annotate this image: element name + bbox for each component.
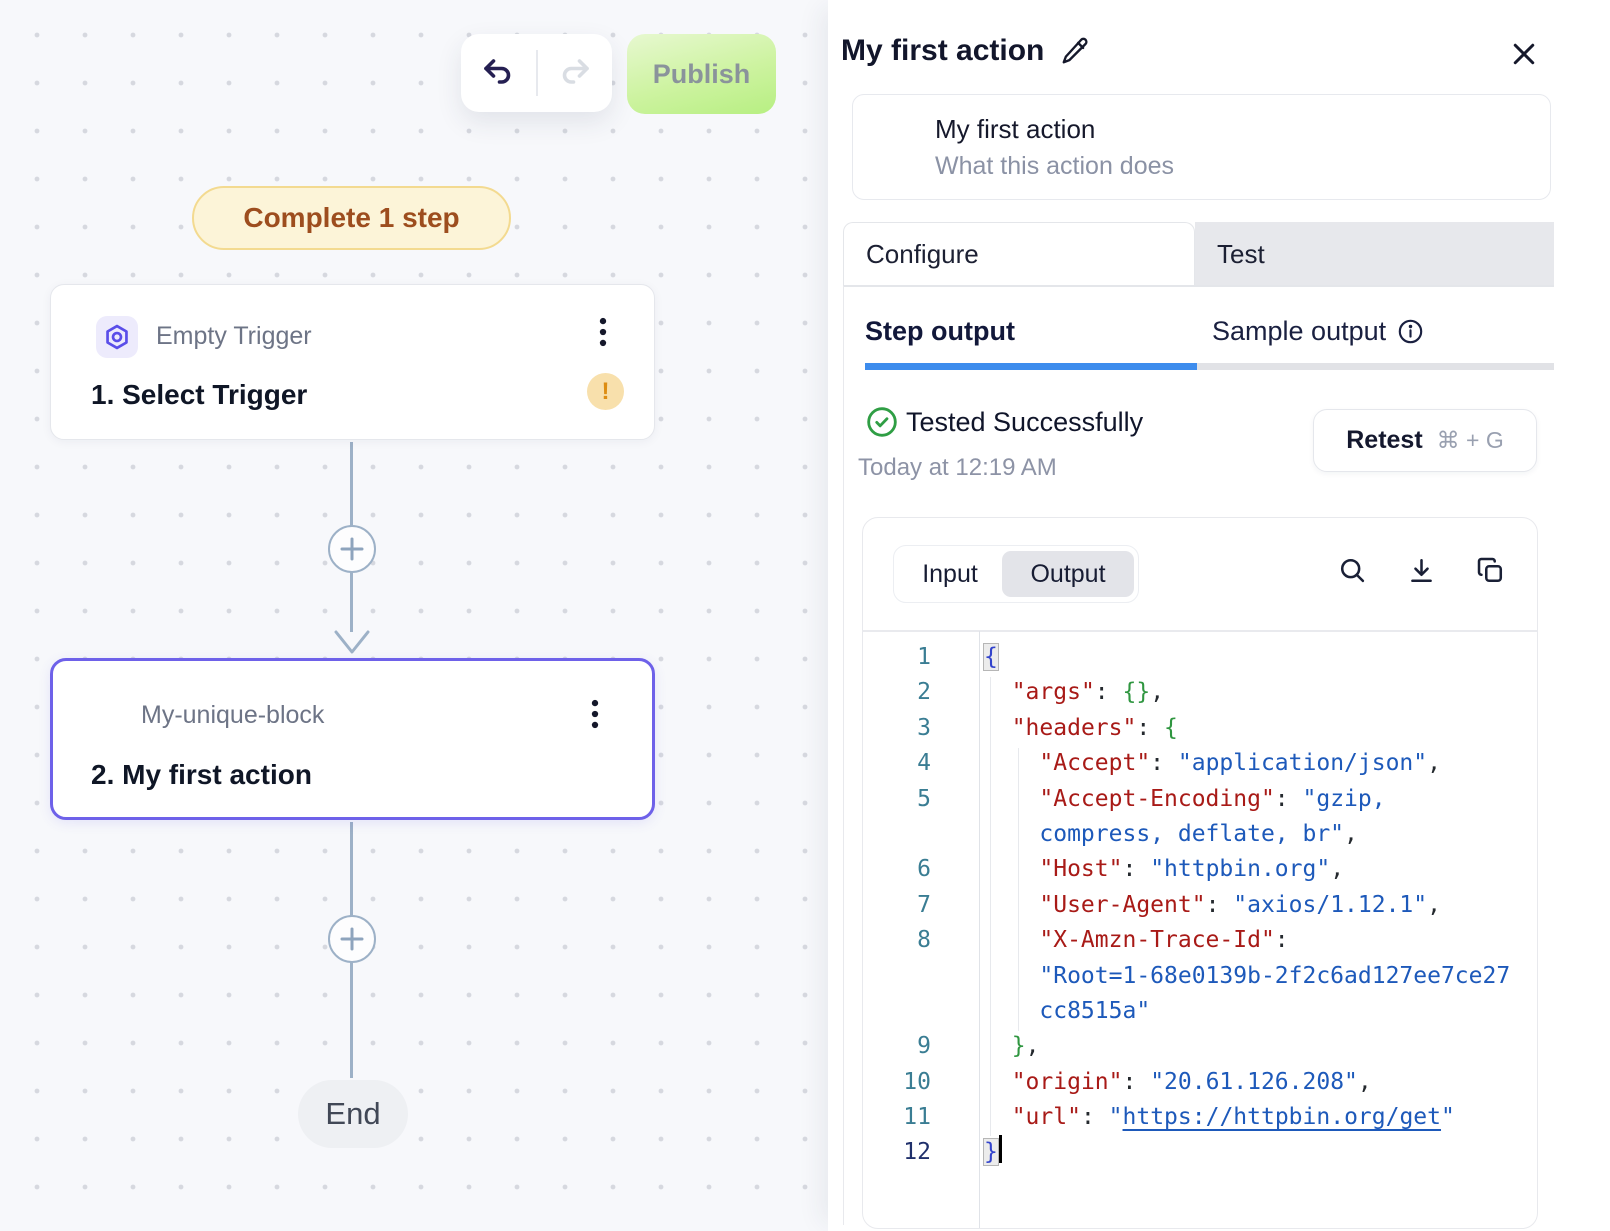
end-node: End [298,1080,408,1148]
line-number: 3 [917,714,931,741]
subtab-sample-label: Sample output [1212,316,1387,346]
subtab-sample-output[interactable]: Sample output [1212,316,1424,347]
code-line: 12} [863,1135,1537,1170]
redo-icon [557,55,593,91]
workflow-canvas[interactable]: Publish Complete 1 step Empty Trigger [0,0,828,1231]
code-line: 11 "url": "https://httpbin.org/get" [863,1100,1537,1135]
code-line: 7 "User-Agent": "axios/1.12.1", [863,888,1537,923]
action-app-label: My-unique-block [141,701,325,729]
code-line: 2 "args": {}, [863,675,1537,710]
action-node-card-selected[interactable]: My-unique-block 2. My first action [50,658,655,820]
add-step-button[interactable] [328,915,376,963]
line-number: 10 [903,1068,931,1095]
trigger-node-card[interactable]: Empty Trigger 1. Select Trigger ! [50,284,655,440]
indent-guide [990,677,991,1136]
code-line: "Root=1-68e0139b-2f2c6ad127ee7ce27 [863,959,1537,994]
kebab-menu-icon[interactable] [584,311,622,358]
code-line: 1{ [863,640,1537,675]
action-detail-panel: My first action My first action What thi… [828,0,1610,1231]
action-description: What this action does [935,152,1175,180]
line-number [863,817,931,852]
trigger-app-label: Empty Trigger [156,322,312,350]
code-line: cc8515a" [863,994,1537,1029]
subtab-indicator-track [865,363,1554,370]
line-number [863,994,931,1029]
action-summary-card[interactable]: My first action What this action does [852,94,1551,200]
code-editor-lines: 1{2 "args": {},3 "headers": {4 "Accept":… [863,631,1537,1171]
history-toolbar [461,34,612,112]
code-line: 4 "Accept": "application/json", [863,746,1537,781]
panel-tabbar: Configure Test [843,222,1554,286]
plus-connector-icon [339,536,365,562]
subtab-step-output[interactable]: Step output [865,316,1015,346]
line-number: 6 [917,856,931,883]
connector-arrow-icon [333,628,371,661]
io-toggle: Input Output [893,545,1139,603]
code-line: 9 }, [863,1029,1537,1064]
tab-content-border [843,286,844,1225]
line-number [863,959,931,994]
gutter-border [979,631,980,1228]
test-output-card: Input Output 1{2 "args": {},3 "h [862,517,1538,1229]
info-icon[interactable] [1397,318,1424,345]
undo-button[interactable] [461,34,536,112]
undo-icon [480,55,516,91]
complete-steps-badge[interactable]: Complete 1 step [192,186,511,250]
line-number: 7 [917,891,931,918]
code-line: 6 "Host": "httpbin.org", [863,852,1537,887]
code-line: 5 "Accept-Encoding": "gzip, [863,782,1537,817]
edit-pencil-icon[interactable] [1060,36,1090,66]
line-number: 12 [903,1139,931,1166]
retest-button[interactable]: Retest ⌘ + G [1313,409,1537,472]
retest-shortcut: ⌘ + G [1436,427,1504,453]
line-number: 5 [917,785,931,812]
line-number: 2 [917,679,931,706]
add-step-button[interactable] [328,525,376,573]
download-icon[interactable] [1407,556,1436,585]
node-hexagon-icon [103,323,131,351]
redo-button[interactable] [538,34,613,112]
test-status-timestamp: Today at 12:19 AM [858,454,1057,481]
trigger-node-title: 1. Select Trigger [91,379,308,410]
line-number: 8 [917,927,931,954]
toolbar-divider [535,50,538,96]
test-status-label: Tested Successfully [906,407,1144,437]
output-toolbar-icons [1338,556,1505,585]
panel-title-row: My first action [841,34,1090,68]
tab-configure[interactable]: Configure [843,222,1195,286]
panel-title: My first action [841,34,1045,67]
code-line: 8 "X-Amzn-Trace-Id": [863,923,1537,958]
kebab-menu-icon[interactable] [576,693,614,740]
tab-test[interactable]: Test [1195,222,1554,286]
output-toolbar-divider [863,630,1537,632]
check-circle-icon [865,405,899,439]
publish-button[interactable]: Publish [627,34,776,114]
io-toggle-input[interactable]: Input [922,559,978,588]
close-icon[interactable] [1504,34,1544,74]
indent-guide [1018,748,1019,1031]
copy-icon[interactable] [1476,556,1505,585]
plus-connector-icon [339,926,365,952]
retest-label: Retest [1346,426,1423,454]
action-node-title: 2. My first action [91,759,312,790]
line-number: 1 [917,644,931,670]
line-number: 11 [903,1104,931,1131]
line-number: 9 [917,1033,931,1060]
search-icon[interactable] [1338,556,1367,585]
io-toggle-output[interactable]: Output [1002,551,1134,597]
code-line: 10 "origin": "20.61.126.208", [863,1065,1537,1100]
line-number: 4 [917,750,931,777]
code-line: 3 "headers": { [863,711,1537,746]
tabbar-divider [843,285,1554,287]
trigger-app-iconbox [96,316,138,358]
subtab-indicator-active [865,363,1197,370]
action-name: My first action [935,114,1096,144]
code-editor[interactable]: 1{2 "args": {},3 "headers": {4 "Accept":… [863,631,1537,1228]
warning-icon: ! [587,373,624,410]
code-line: compress, deflate, br", [863,817,1537,852]
